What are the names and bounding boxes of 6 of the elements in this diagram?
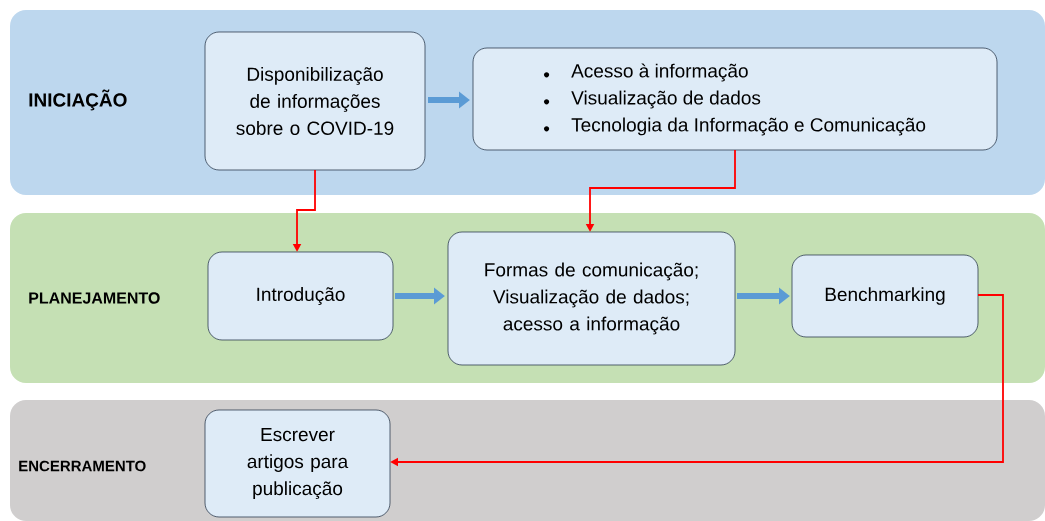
process-box: Introdução — [207, 251, 394, 341]
list-box: Acesso à informação Visualização de dados Tecnologia da Informação e Comunicação — [472, 47, 998, 151]
process-box: Formas de comunicação; Visualização de dados; acesso a informação — [447, 231, 736, 366]
process-box: Disponibilização de informações sobre o COVID-19 — [204, 31, 426, 171]
process-box: Benchmarking — [791, 254, 979, 338]
process-box: Escrever artigos para publicação — [204, 409, 391, 518]
